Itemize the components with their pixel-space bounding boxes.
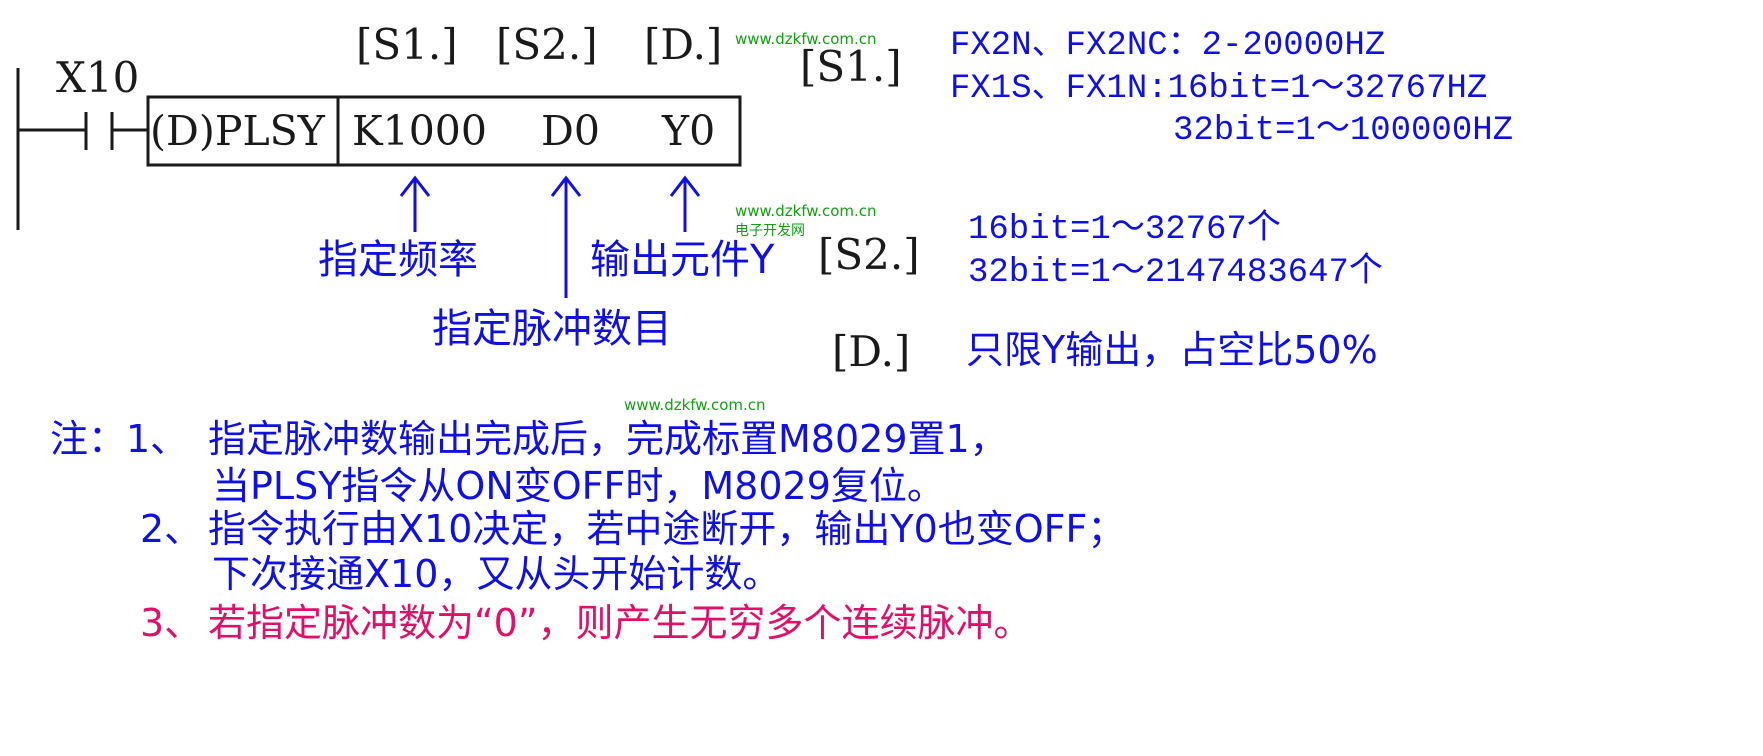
note-3-line: 若指定脉冲数为“0”，则产生无穷多个连续脉冲。 bbox=[208, 601, 1032, 645]
arrow-output bbox=[669, 175, 701, 232]
note-2-line2: 下次接通X10，又从头开始计数。 bbox=[212, 552, 781, 596]
note-2-number: 2、 bbox=[140, 507, 203, 551]
spec-s1-line2: FX1S、FX1N:16bit=1～32767HZ bbox=[950, 70, 1488, 108]
annotation-frequency: 指定频率 bbox=[318, 237, 478, 283]
note-1-line1: 指定脉冲数输出完成后，完成标置M8029置1， bbox=[208, 417, 1008, 461]
watermark-mid: www.dzkfw.com.cn bbox=[735, 202, 877, 220]
header-s1: [S1.] bbox=[356, 20, 458, 69]
note-prefix: 注：1、 bbox=[50, 417, 189, 461]
header-s2: [S2.] bbox=[496, 20, 598, 69]
spec-d-label: [D.] bbox=[832, 327, 911, 376]
spec-s1-label: [S1.] bbox=[800, 42, 902, 91]
spec-s1-line3: 32bit=1～100000HZ bbox=[1173, 112, 1514, 150]
arrow-pulse-count bbox=[550, 175, 582, 298]
annotation-output: 输出元件Y bbox=[590, 237, 775, 283]
watermark-top: www.dzkfw.com.cn bbox=[735, 30, 877, 48]
operand-s1: K1000 bbox=[352, 107, 487, 155]
arrow-freq bbox=[399, 175, 431, 232]
spec-s1-line1: FX2N、FX2NC：2-20000HZ bbox=[950, 27, 1386, 65]
note-2-line1: 指令执行由X10决定，若中途断开，输出Y0也变OFF； bbox=[208, 507, 1126, 551]
contact-label: X10 bbox=[56, 53, 140, 102]
annotation-pulse-count: 指定脉冲数目 bbox=[432, 306, 672, 352]
note-1-line2: 当PLSY指令从ON变OFF时，M8029复位。 bbox=[212, 464, 945, 508]
spec-d-line: 只限Y输出，占空比50% bbox=[966, 328, 1378, 372]
spec-s2-label: [S2.] bbox=[818, 230, 920, 279]
operand-d: Y0 bbox=[662, 107, 716, 155]
spec-s2-line1: 16bit=1～32767个 bbox=[968, 211, 1281, 249]
instruction-name: (D)PLSY bbox=[150, 107, 325, 155]
operand-s2: D0 bbox=[541, 107, 600, 155]
header-d: [D.] bbox=[644, 20, 723, 69]
watermark-mid-cn: 电子开发网 bbox=[735, 223, 805, 239]
instruction-box bbox=[146, 95, 742, 167]
note-3-number: 3、 bbox=[140, 601, 203, 645]
spec-s2-line2: 32bit=1～2147483647个 bbox=[968, 254, 1383, 292]
watermark-bottom: www.dzkfw.com.cn bbox=[624, 396, 766, 414]
